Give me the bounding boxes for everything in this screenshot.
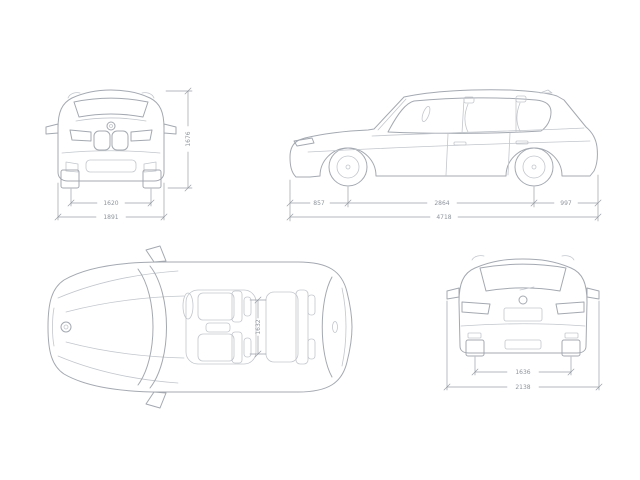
front-lower-intake: [85, 159, 137, 173]
top-rear-bench-cushion: [265, 291, 299, 363]
front-roof-rails: [67, 92, 155, 99]
front-view-dimensions: 1676 1620 1891: [54, 87, 193, 221]
rear-width-dim-lines: [443, 300, 603, 391]
top-antenna-fin: [332, 321, 338, 333]
side-front-wheel: [328, 147, 368, 187]
top-center-console: [205, 322, 231, 333]
side-body-outline: [289, 89, 598, 178]
side-antenna-fin: [539, 89, 553, 94]
front-wheel-left: [60, 169, 80, 189]
side-beltline: [371, 127, 585, 137]
top-hood-lines: [52, 270, 185, 384]
kidney-grille-left: [93, 130, 111, 151]
side-headrest-front: [463, 96, 475, 104]
side-length-dim-lines: [286, 213, 602, 221]
rear-reflector-right: [564, 332, 579, 339]
top-cabin-dim-lines: [249, 296, 267, 358]
top-driver-seat-back: [231, 290, 243, 323]
front-hood-line: [75, 117, 147, 122]
top-view-dimensions: 1632: [249, 296, 267, 358]
top-view-drawing: [47, 245, 353, 409]
rear-diffuser: [504, 339, 542, 350]
side-front-wheel-hub: [345, 164, 351, 170]
side-wheelbase-label: 2864: [434, 200, 449, 207]
top-cabin-width-label: 1632: [255, 319, 262, 334]
rear-bmw-roundel-icon: [518, 295, 528, 305]
bmw-roundel-inner: [109, 124, 113, 128]
side-glasshouse: [387, 97, 552, 134]
front-view-drawing: [45, 89, 177, 189]
side-character-line: [307, 140, 591, 153]
top-passenger-seat-back: [231, 331, 243, 364]
rear-window: [479, 263, 567, 292]
rear-width-label: 2138: [515, 384, 530, 391]
side-rear-wheel: [514, 147, 554, 187]
rear-reflector-left: [467, 332, 482, 339]
top-driver-seat-cushion: [197, 292, 235, 321]
side-front-overhang-label: 857: [313, 200, 325, 207]
side-rear-wheel-hub: [531, 164, 537, 170]
side-rear-overhang-label: 997: [560, 200, 572, 207]
rear-track-label: 1636: [515, 369, 530, 376]
top-rear-headrest-right: [307, 338, 316, 360]
front-bumper-lines: [61, 150, 161, 173]
top-rear-headrest-left: [307, 294, 316, 316]
front-height-dim-lines: [165, 87, 193, 192]
top-windshield-arcs: [137, 265, 167, 389]
rear-wheel-right: [561, 339, 581, 357]
side-door-handle-front: [453, 141, 467, 146]
side-headrest-rear: [515, 95, 527, 103]
front-width-dim-lines: [54, 182, 168, 221]
front-track-dim-lines: [67, 188, 155, 207]
rear-mirrors: [446, 287, 600, 300]
side-length-label: 4718: [436, 214, 451, 221]
top-mirrors: [145, 245, 167, 409]
front-wheel-right: [142, 169, 162, 189]
top-steering-wheel: [182, 292, 194, 320]
front-mirrors: [45, 123, 177, 135]
side-steering-wheel: [421, 106, 431, 122]
side-pillars: [377, 98, 517, 134]
rear-license-plate: [503, 307, 543, 322]
front-track-label: 1620: [103, 200, 118, 207]
rear-track-dim-lines: [471, 356, 575, 376]
bmw-roundel-icon: [106, 121, 116, 131]
rear-view-dimensions: 1636 2138: [443, 300, 603, 391]
front-body-outline: [57, 89, 165, 182]
top-passenger-headrest: [243, 337, 252, 358]
side-front-wheel-rim: [336, 155, 360, 179]
front-headlights: [69, 129, 153, 142]
top-body-outline: [47, 261, 353, 393]
side-headlight: [293, 137, 315, 147]
rear-body-outline: [458, 258, 588, 354]
top-sunroof: [185, 289, 257, 365]
rear-bumper-line: [460, 323, 586, 327]
front-width-label: 1891: [103, 214, 118, 221]
rear-wiper: [519, 286, 535, 291]
top-passenger-seat-cushion: [197, 333, 235, 362]
side-overhang-wheelbase-lines: [286, 199, 602, 207]
side-extension-lines: [289, 174, 599, 222]
top-bmw-roundel-icon: [60, 321, 72, 333]
rear-roof-rails: [471, 255, 575, 261]
front-height-label: 1676: [185, 131, 192, 146]
top-roundel-inner: [63, 324, 69, 330]
rear-view-drawing: [446, 255, 600, 357]
top-tailgate-line: [341, 287, 347, 367]
front-windshield: [73, 97, 149, 118]
top-driver-headrest: [243, 296, 252, 317]
kidney-grille-right: [111, 130, 129, 151]
top-rear-bench-back: [295, 289, 309, 365]
side-rear-wheel-rim: [522, 155, 546, 179]
top-rear-window-arc: [321, 276, 333, 378]
side-view-drawing: [289, 89, 598, 187]
side-door-lines: [445, 132, 511, 176]
rear-wheel-left: [465, 339, 485, 357]
side-view-dimensions: 857 2864 997 4718: [286, 174, 602, 222]
side-interior-seats: [464, 102, 521, 133]
rear-taillights: [461, 301, 585, 315]
